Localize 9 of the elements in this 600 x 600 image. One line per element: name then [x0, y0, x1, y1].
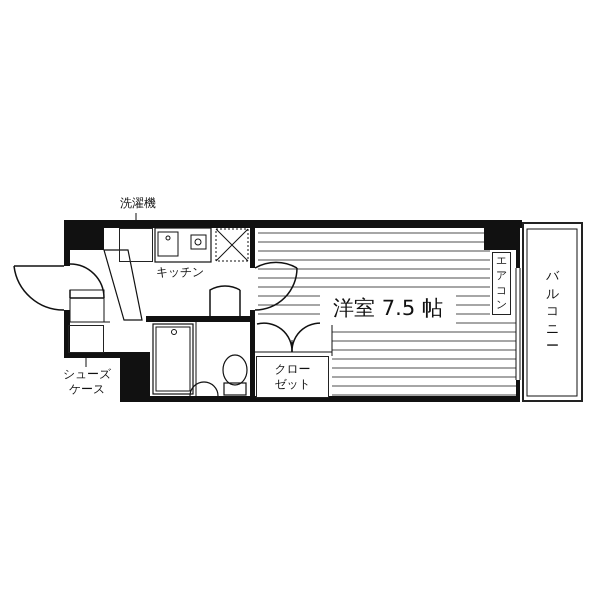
air-conditioner-box: エアコン	[492, 252, 511, 315]
shoe-cabinet	[68, 325, 104, 353]
washer-space	[119, 228, 153, 262]
room-label: キッチン	[148, 265, 212, 282]
balcony-area: バルコニー	[522, 222, 583, 402]
room-label: シューズケース	[60, 367, 114, 399]
room-label: 洗濯機	[110, 196, 166, 213]
closet-box: クローゼット	[256, 356, 329, 398]
room-label: 洋室 7.5 帖	[320, 295, 456, 325]
